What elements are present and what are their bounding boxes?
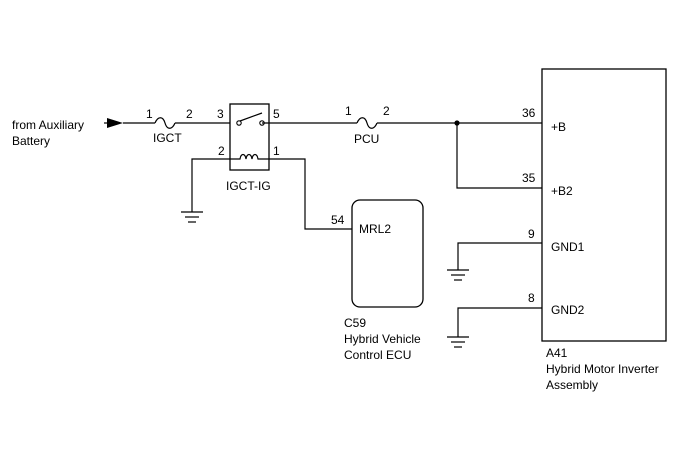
relay-pin-switch-in: 3 <box>217 107 224 121</box>
inverter-pin-8-number: 8 <box>528 291 535 305</box>
inverter-pin-36-label: +B <box>551 120 566 134</box>
wire-gnd1 <box>457 242 542 270</box>
relay-pin-coil-a: 2 <box>218 144 225 158</box>
inverter-code: A41 <box>546 346 568 360</box>
ground-icon-relay <box>181 211 203 223</box>
ecu-pin-number: 54 <box>331 213 345 227</box>
ecu-name-line1: Hybrid Vehicle <box>344 332 421 346</box>
fuse-igct-pin-out: 2 <box>186 107 193 121</box>
fuse-pcu-symbol <box>356 117 378 129</box>
fuse-pcu-label: PCU <box>354 132 379 146</box>
ground-icon-gnd1 <box>447 269 469 281</box>
inverter-pin-35-label: +B2 <box>551 184 573 198</box>
wire-junction-to-b2 <box>456 123 542 189</box>
inverter-name-line2: Assembly <box>546 378 598 392</box>
relay-label: IGCT-IG <box>226 179 271 193</box>
inverter-pin-9-number: 9 <box>528 227 535 241</box>
fuse-pcu-pin-out: 2 <box>383 104 390 118</box>
wire-coil-to-ecu <box>262 158 352 230</box>
wire-gnd2 <box>457 307 542 337</box>
ground-icon-gnd2 <box>447 336 469 348</box>
source-label-line2: Battery <box>12 134 50 148</box>
fuse-pcu-pin-in: 1 <box>345 104 352 118</box>
fuse-igct-label: IGCT <box>153 131 182 145</box>
ecu-code: C59 <box>344 316 366 330</box>
relay-pin-coil-b: 1 <box>273 144 280 158</box>
inverter-box <box>541 68 667 342</box>
inverter-pin-35-number: 35 <box>522 171 536 185</box>
inverter-pin-36-number: 36 <box>522 106 536 120</box>
ecu-name-line2: Control ECU <box>344 348 411 362</box>
ecu-pin-label: MRL2 <box>359 222 391 236</box>
fuse-igct-symbol <box>154 117 176 129</box>
relay-coil <box>236 153 262 160</box>
relay-pin-switch-out: 5 <box>273 107 280 121</box>
inverter-name-line1: Hybrid Motor Inverter <box>546 362 659 376</box>
fuse-igct-pin-in: 1 <box>146 107 153 121</box>
wire-coil-to-ground <box>191 158 236 212</box>
source-label-line1: from Auxiliary <box>12 118 84 132</box>
inverter-pin-9-label: GND1 <box>551 240 585 254</box>
relay-igct-ig-box <box>229 103 270 171</box>
inverter-pin-8-label: GND2 <box>551 303 585 317</box>
source-arrow <box>104 118 123 128</box>
ecu-box <box>351 199 424 308</box>
